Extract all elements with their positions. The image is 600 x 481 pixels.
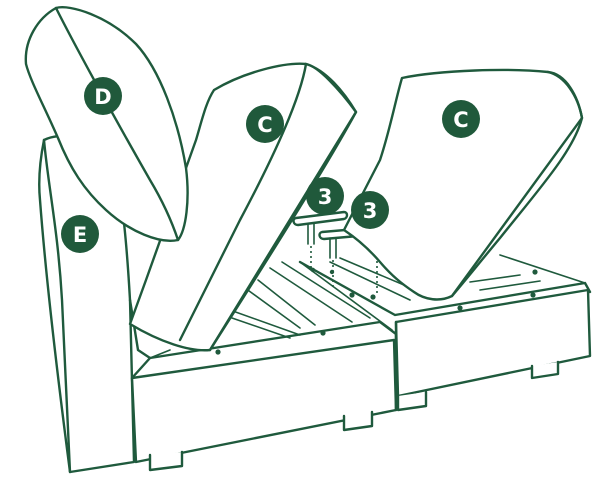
callout-badge-3-right: 3 (351, 191, 389, 229)
callout-label: 3 (318, 185, 333, 209)
callout-badge-3-left: 3 (306, 177, 344, 215)
callout-badge-D: D (84, 77, 122, 115)
callout-label: C (453, 108, 468, 132)
callout-label: 3 (363, 199, 378, 223)
callout-badge-E: E (61, 215, 99, 253)
back-cushion (26, 7, 188, 241)
callout-label: E (73, 223, 87, 247)
callout-badge-C-right: C (442, 100, 480, 138)
callout-label: C (257, 113, 272, 137)
callout-badge-C-left: C (246, 105, 284, 143)
callout-label: D (94, 85, 111, 109)
